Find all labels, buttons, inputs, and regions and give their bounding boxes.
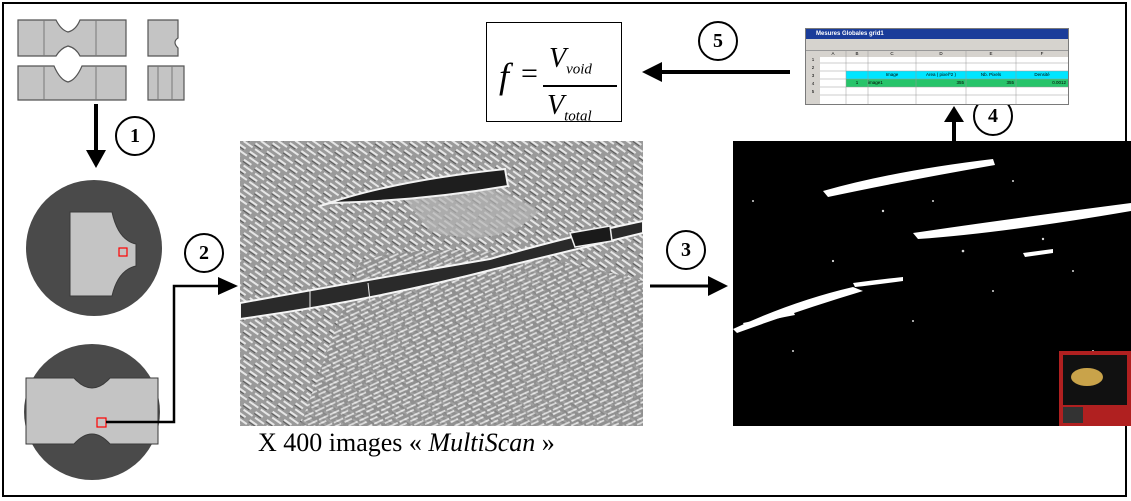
step-3-label: 3: [681, 238, 691, 261]
disc-bottom: [24, 344, 160, 480]
row-1: 1: [811, 57, 815, 62]
cell-image: image1: [868, 80, 883, 85]
step-5-circle: 5: [698, 21, 738, 61]
arrow-right-3: [650, 276, 728, 296]
step-1-label: 1: [130, 124, 140, 147]
step-2-circle: 2: [184, 233, 224, 273]
cell-index: 1: [855, 80, 859, 85]
header-area: Area ( pixel^2 ): [925, 72, 957, 77]
step-4-label: 4: [988, 104, 998, 127]
image-caption: X 400 images « MultiScan »: [258, 428, 555, 458]
denominator-subscript: total: [564, 108, 592, 125]
void-fraction-formula: f = Vvoid Vtotal: [486, 22, 622, 125]
results-spreadsheet: Mesures Globales grid1 A B C D E F 1 2 3: [805, 28, 1069, 105]
sem-micrograph: [240, 141, 643, 426]
spreadsheet-title: Mesures Globales grid1: [806, 29, 1068, 39]
header-density: Densité: [1034, 72, 1050, 77]
cell-pixels: 355: [1006, 80, 1014, 85]
formula-numerator: Vvoid: [549, 43, 592, 79]
arrow-left-5: [642, 62, 790, 82]
denominator-symbol: V: [547, 90, 565, 121]
cell-area: 355: [956, 80, 964, 85]
binary-image: [733, 141, 1131, 426]
step-2-label: 2: [199, 241, 209, 264]
numerator-symbol: V: [549, 43, 567, 74]
arrow-down-1: [86, 104, 106, 168]
header-pixels: Nb. Pixels: [980, 72, 1002, 77]
step-5-label: 5: [713, 29, 723, 52]
col-b: B: [855, 51, 859, 56]
spreadsheet-toolbar: [806, 39, 1068, 51]
arrow-up-4: [944, 106, 964, 142]
formula-denominator: Vtotal: [547, 90, 592, 126]
software-thumbnail: [1059, 351, 1131, 426]
header-image: Image: [885, 72, 899, 77]
caption-suffix: »: [535, 428, 555, 457]
row-2: 2: [811, 65, 815, 70]
formula-f: f: [499, 56, 510, 96]
cell-density: 0.0012: [1052, 80, 1066, 85]
numerator-subscript: void: [566, 61, 592, 78]
step-3-circle: 3: [666, 230, 706, 270]
row-5: 5: [811, 89, 815, 94]
col-a: A: [831, 51, 835, 56]
specimen-sketch: [17, 19, 185, 101]
col-c: C: [890, 51, 894, 56]
caption-multiscan: MultiScan: [428, 428, 536, 457]
connector-arrow-2: [106, 277, 238, 424]
caption-prefix: X 400 images «: [258, 428, 429, 457]
row-3: 3: [811, 73, 815, 78]
col-d: D: [939, 51, 943, 56]
step-1-circle: 1: [115, 116, 155, 156]
row-4: 4: [811, 81, 815, 86]
formula-equals: =: [521, 57, 538, 90]
col-f: F: [1040, 51, 1044, 56]
col-e: E: [989, 51, 993, 56]
disc-top: [26, 180, 162, 316]
fraction-bar: [543, 85, 617, 87]
